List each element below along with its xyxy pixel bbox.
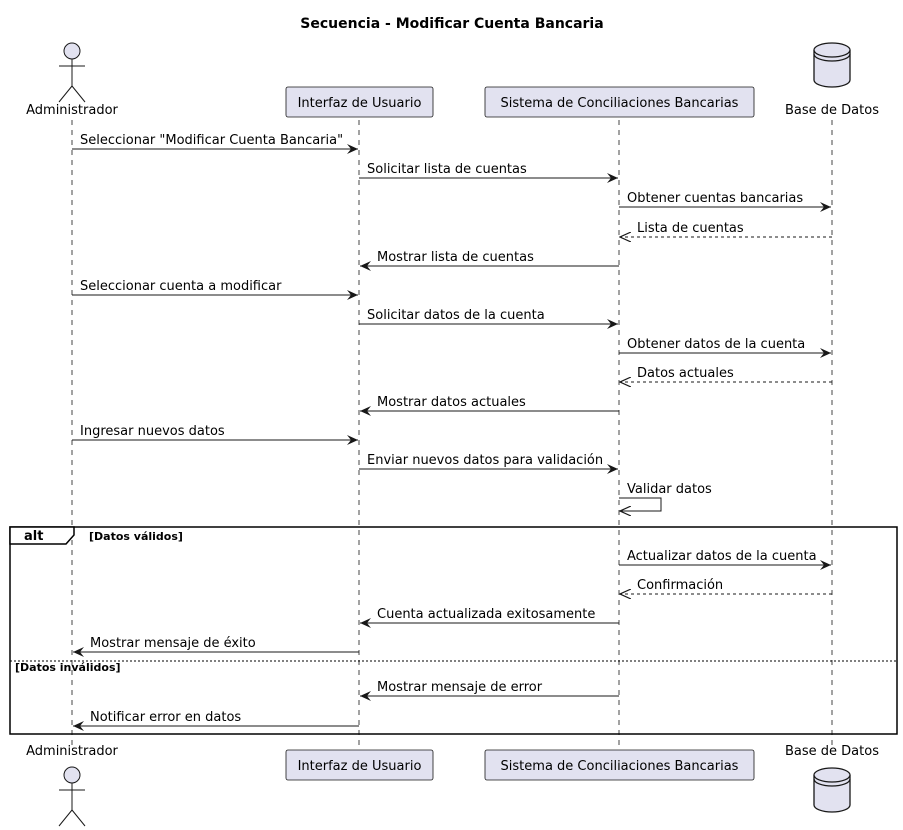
- message-arrow: Lista de cuentas: [620, 221, 832, 237]
- message-label: Enviar nuevos datos para validación: [367, 453, 603, 468]
- alt-guard-invalid: [Datos inválidos]: [15, 661, 121, 674]
- database-icon: [813, 42, 851, 88]
- message-arrow: Cuenta actualizada exitosamente: [360, 607, 619, 628]
- message-label: Ingresar nuevos datos: [80, 424, 225, 439]
- message-label: Validar datos: [627, 482, 712, 497]
- message-label: Solicitar lista de cuentas: [367, 162, 527, 177]
- message-arrow: Mostrar mensaje de éxito: [73, 636, 359, 657]
- alt-guard-valid: [Datos válidos]: [89, 530, 183, 543]
- message-label: Obtener cuentas bancarias: [627, 191, 803, 206]
- participant-sys-top: Sistema de Conciliaciones Bancarias: [484, 86, 755, 118]
- participant-label: Administrador: [26, 744, 118, 759]
- message-label: Obtener datos de la cuenta: [627, 337, 805, 352]
- message-label: Lista de cuentas: [637, 221, 744, 236]
- message-arrow: Confirmación: [620, 578, 832, 594]
- participant-db-top: Base de Datos: [785, 42, 879, 118]
- message-arrow: Notificar error en datos: [73, 710, 359, 731]
- message-arrow: Obtener cuentas bancarias: [619, 191, 831, 212]
- participant-label: Sistema de Conciliaciones Bancarias: [501, 96, 739, 111]
- message-arrow: Validar datos: [619, 482, 712, 511]
- database-icon: [813, 767, 851, 813]
- message-label: Cuenta actualizada exitosamente: [377, 607, 595, 622]
- lifelines: [71, 120, 833, 750]
- message-label: Seleccionar cuenta a modificar: [80, 279, 282, 294]
- message-arrow: Solicitar lista de cuentas: [359, 162, 618, 183]
- message-label: Mostrar lista de cuentas: [377, 250, 534, 265]
- message-arrow: Mostrar mensaje de error: [360, 680, 619, 701]
- messages: Seleccionar "Modificar Cuenta Bancaria" S…: [72, 133, 832, 731]
- message-arrow: Seleccionar cuenta a modificar: [72, 279, 358, 300]
- message-label: Solicitar datos de la cuenta: [367, 308, 545, 323]
- alt-tab: [9, 526, 75, 545]
- participants-top: Administrador Interfaz de Usuario Sistema …: [26, 42, 879, 118]
- message-arrow: Enviar nuevos datos para validación: [359, 453, 618, 474]
- alt-frame: [9, 526, 898, 735]
- participant-ui-top: Interfaz de Usuario: [285, 86, 434, 118]
- diagram-title: Secuencia - Modificar Cuenta Bancaria: [300, 16, 603, 32]
- message-label: Mostrar mensaje de éxito: [90, 636, 256, 651]
- message-arrow: Obtener datos de la cuenta: [619, 337, 831, 358]
- participant-label: Base de Datos: [785, 103, 879, 118]
- alt-fragment: alt [Datos válidos] [Datos inválidos]: [9, 526, 898, 735]
- participant-admin-top: Administrador: [26, 42, 119, 118]
- message-arrow: Actualizar datos de la cuenta: [619, 549, 831, 570]
- participant-ui-bottom: Interfaz de Usuario: [285, 749, 434, 781]
- participant-label: Administrador: [26, 103, 118, 118]
- participant-label: Interfaz de Usuario: [298, 96, 422, 111]
- message-label: Actualizar datos de la cuenta: [627, 549, 817, 564]
- alt-keyword: alt: [24, 529, 43, 544]
- message-label: Datos actuales: [637, 366, 734, 381]
- message-label: Confirmación: [637, 578, 723, 593]
- message-arrow: Datos actuales: [620, 366, 832, 382]
- participant-admin-bottom: Administrador: [26, 744, 119, 827]
- participant-sys-bottom: Sistema de Conciliaciones Bancarias: [484, 749, 755, 781]
- participant-label: Base de Datos: [785, 744, 879, 759]
- actor-icon: [58, 42, 86, 103]
- message-arrow: Mostrar datos actuales: [360, 395, 619, 416]
- message-arrow: Mostrar lista de cuentas: [360, 250, 619, 271]
- message-arrow: Seleccionar "Modificar Cuenta Bancaria": [72, 133, 358, 154]
- message-label: Mostrar datos actuales: [377, 395, 526, 410]
- participant-label: Interfaz de Usuario: [298, 759, 422, 774]
- actor-icon: [58, 766, 86, 827]
- message-label: Notificar error en datos: [90, 710, 241, 725]
- message-arrow: Ingresar nuevos datos: [72, 424, 358, 445]
- message-label: Seleccionar "Modificar Cuenta Bancaria": [80, 133, 343, 148]
- participant-db-bottom: Base de Datos: [785, 744, 879, 813]
- message-arrow: Solicitar datos de la cuenta: [359, 308, 618, 329]
- message-label: Mostrar mensaje de error: [377, 680, 543, 695]
- participant-label: Sistema de Conciliaciones Bancarias: [501, 759, 739, 774]
